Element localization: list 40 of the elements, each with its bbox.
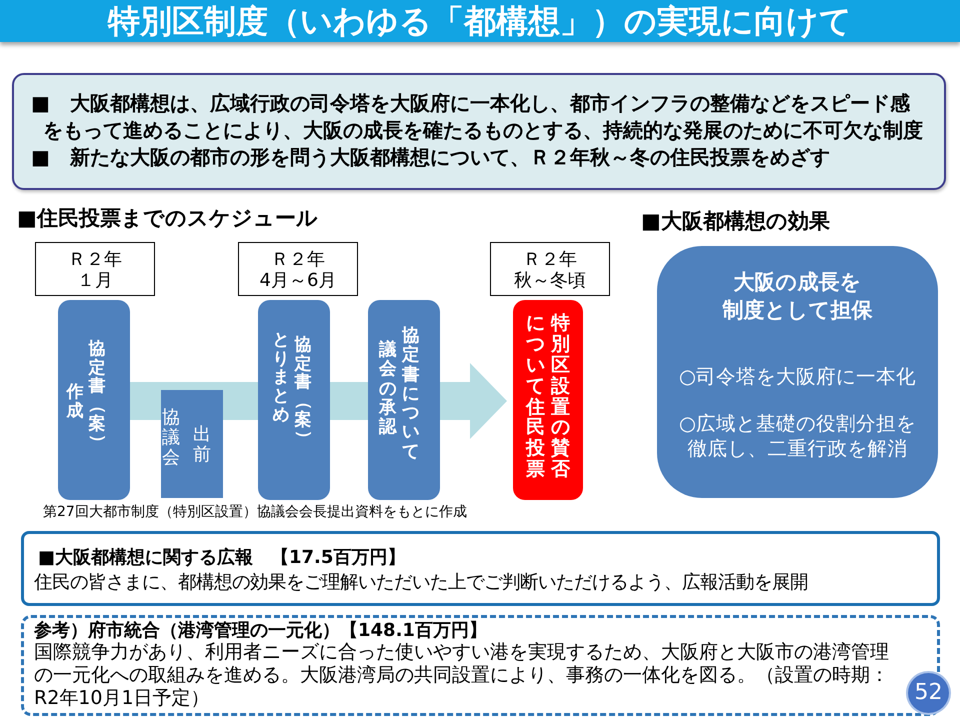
vote-box: [513, 300, 583, 500]
body-text: 住民の皆さまに、都構想の効果をご理解いただいた上でご判断いただけるよう、広報活動を展開: [34, 571, 808, 595]
date-text: Ｒ２年4月～6月: [260, 249, 336, 291]
step-text: 作成: [66, 383, 84, 420]
heading-text: 参考）府市統合（港湾管理の一元化）【148.1百万円】: [34, 619, 487, 642]
step-text: 協定書（案）: [294, 336, 312, 448]
process-box: [161, 390, 223, 498]
source-note: 第27回大都市制度（特別区設置）協議会会長提出資料をもとに作成: [43, 504, 467, 520]
date-box: [238, 242, 358, 296]
info-box: [21, 531, 940, 606]
effect-box: [657, 246, 938, 498]
step-text: 特別区設置の賛否: [551, 313, 570, 480]
step-text: とりまとめ: [272, 331, 290, 424]
step-text: 議会の承認: [379, 341, 396, 438]
bullet-text: ○司令塔を大阪府に一本化: [678, 364, 916, 390]
title-text: 特別区制度（いわゆる「都構想」）の実現に向けて: [108, 3, 852, 39]
step-text: について住民投票: [526, 313, 545, 480]
bullet-text: ■ 大阪都構想は、広域行政の司令塔を大阪府に一本化し、都市インフラの整備などをスピード感をもって進めることにより、大阪の成長を確たるものとする、持続的な発展のために不可欠な制度: [31, 90, 923, 144]
bullet-text: ○広域と基礎の役割分担を徹底し、二重行政を解消: [678, 411, 916, 461]
process-box: [258, 300, 330, 500]
summary-box: [12, 73, 946, 190]
page-number-circle: [906, 671, 951, 715]
step-text: 協定書（案）: [88, 340, 106, 452]
heading-text: ■大阪都構想に関する広報 【17.5百万円】: [38, 546, 406, 570]
step-text: 協議会: [162, 408, 180, 468]
page-number: 52: [914, 681, 942, 705]
date-text: Ｒ２年１月: [68, 249, 122, 291]
step-text: 協定書について: [402, 327, 420, 462]
step-text: 出前: [193, 425, 211, 465]
section-heading: ■住民投票までのスケジュール: [17, 205, 318, 231]
section-heading: ■大阪都構想の効果: [641, 208, 830, 234]
heading-text: 大阪の成長を制度として担保: [722, 269, 872, 324]
date-box: [35, 242, 155, 296]
process-box: [368, 300, 440, 500]
date-box: [490, 242, 610, 296]
note-box: [21, 615, 940, 716]
body-text: 国際競争力があり、利用者ニーズに合った使いやすい港を実現するため、大阪府と大阪市の港湾管理の一元化への取組みを進める。大阪港湾局の共同設置により、事務の一体化を図る。（設置の時期：R2年10月1日予定）: [34, 641, 889, 710]
bullet-text: ■ 新たな大阪の都市の形を問う大阪都構想について、Ｒ２年秋～冬の住民投票をめざす: [31, 144, 830, 171]
date-text: Ｒ２年秋～冬頃: [514, 249, 586, 291]
process-box: [58, 300, 130, 500]
